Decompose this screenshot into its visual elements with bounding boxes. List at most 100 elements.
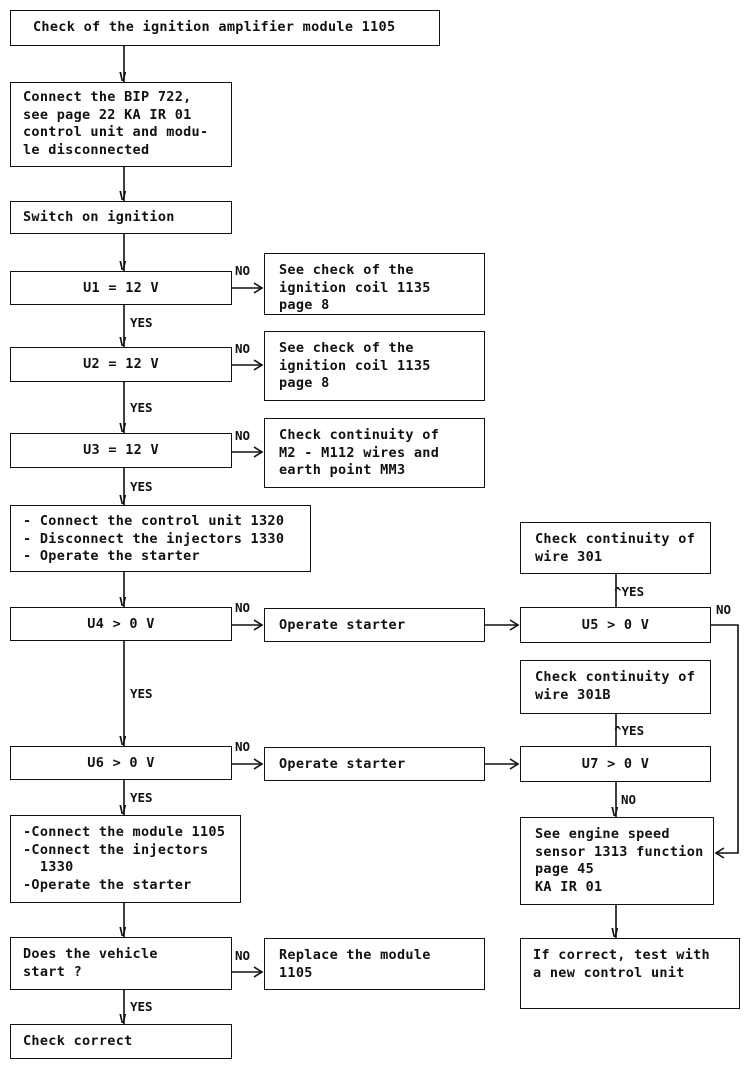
step-text: -Connect the injectors	[23, 841, 209, 858]
switch-on-box: Switch on ignition	[10, 201, 232, 234]
step-text: KA IR 01	[535, 878, 603, 895]
arrow-tip: V	[119, 69, 127, 84]
arrow-tip: V	[119, 258, 127, 273]
decision-text: U1 = 12 V	[83, 280, 159, 296]
step-text: - Disconnect the injectors 1330	[23, 530, 285, 547]
title-text: Check of the ignition amplifier module 1…	[33, 19, 396, 35]
step-text: If correct, test with	[533, 947, 710, 963]
continuity-m2-box: Check continuity of M2 - M112 wires and …	[264, 418, 485, 488]
arrow-tip: V	[611, 925, 619, 940]
decision-text: U6 > 0 V	[87, 755, 155, 771]
step-text: Check continuity of	[535, 669, 696, 685]
vehicle-start-decision-box: Does the vehicle start ?	[10, 937, 232, 990]
arrowhead	[253, 619, 264, 631]
step-text: 1330	[23, 859, 74, 875]
yes-label: YES	[130, 790, 153, 805]
yes-label: YES	[130, 400, 153, 415]
connector	[711, 624, 739, 854]
arrowhead	[714, 847, 725, 859]
arrowhead	[509, 619, 520, 631]
step-text: sensor 1313 function	[535, 843, 704, 860]
step-text: page 8	[279, 375, 330, 391]
operate-starter-2-box: Operate starter	[264, 747, 485, 781]
u2-decision-box: U2 = 12 V	[10, 347, 232, 382]
u7-decision-box: U7 > 0 V	[520, 746, 711, 782]
arrow-tip: V	[119, 334, 127, 349]
step-text: see page 22 KA IR 01	[23, 106, 192, 123]
arrowhead	[253, 282, 264, 294]
no-label: NO	[235, 428, 251, 443]
speed-sensor-box: See engine speed sensor 1313 function pa…	[520, 817, 714, 905]
step-text: a new control unit	[533, 964, 685, 981]
arrow-tip: V	[119, 492, 127, 507]
step-text: See check of the	[279, 262, 414, 278]
step-text: 1105	[279, 964, 313, 981]
coil-check-2-box: See check of the ignition coil 1135 page…	[264, 331, 485, 401]
connect-bip-box: Connect the BIP 722, see page 22 KA IR 0…	[10, 82, 232, 167]
step-text: Check continuity of	[535, 531, 696, 547]
arrowhead	[253, 758, 264, 770]
yes-label: YES	[130, 315, 153, 330]
arrowhead	[253, 359, 264, 371]
arrow-tip: V	[611, 804, 619, 819]
step-text: wire 301	[535, 548, 603, 565]
step-text: Check correct	[23, 1033, 133, 1049]
step-text: ignition coil 1135	[279, 279, 431, 296]
arrowhead	[253, 446, 264, 458]
step-text: earth point MM3	[279, 462, 406, 478]
check-correct-box: Check correct	[10, 1024, 232, 1059]
step-text: - Connect the control unit 1320	[23, 513, 285, 529]
step-text: See engine speed	[535, 826, 670, 842]
arrow-tip: V	[119, 1011, 127, 1026]
u6-decision-box: U6 > 0 V	[10, 746, 232, 780]
step-text: Replace the module	[279, 947, 431, 963]
yes-label: YES	[130, 479, 153, 494]
u3-decision-box: U3 = 12 V	[10, 433, 232, 468]
arrow-tip: V	[119, 802, 127, 817]
title-box: Check of the ignition amplifier module 1…	[10, 10, 440, 46]
u4-decision-box: U4 > 0 V	[10, 607, 232, 641]
no-label: NO	[235, 739, 251, 754]
step-text: -Operate the starter	[23, 876, 192, 893]
wire-301-box: Check continuity of wire 301	[520, 522, 711, 574]
step-text: Check continuity of	[279, 427, 440, 443]
step-text: Operate starter	[279, 617, 406, 633]
arrowhead	[253, 966, 264, 978]
yes-label: ^YES	[614, 723, 645, 738]
arrowhead	[509, 758, 520, 770]
step-text: Switch on ignition	[23, 209, 175, 225]
new-control-unit-box: If correct, test with a new control unit	[520, 938, 740, 1009]
u1-decision-box: U1 = 12 V	[10, 271, 232, 305]
arrow-tip: V	[119, 420, 127, 435]
no-label: NO	[235, 600, 251, 615]
step-text: See check of the	[279, 340, 414, 356]
no-label: NO	[235, 948, 251, 963]
step-text: -Connect the module 1105	[23, 824, 226, 840]
decision-text: U7 > 0 V	[581, 756, 650, 772]
arrow-tip: V	[119, 733, 127, 748]
no-label: NO	[621, 792, 637, 807]
arrow-tip: V	[119, 924, 127, 939]
no-label: NO	[235, 341, 251, 356]
decision-text: U5 > 0 V	[581, 617, 650, 633]
decision-text: start ?	[23, 963, 82, 980]
coil-check-1-box: See check of the ignition coil 1135 page…	[264, 253, 485, 315]
operate-starter-1-box: Operate starter	[264, 608, 485, 642]
arrow-tip: V	[119, 188, 127, 203]
step-text: M2 - M112 wires and	[279, 444, 440, 461]
u5-decision-box: U5 > 0 V	[520, 607, 711, 643]
arrow-tip: V	[119, 594, 127, 609]
step-text: page 45	[535, 861, 594, 877]
step-text: ignition coil 1135	[279, 357, 431, 374]
connect-cu-box: - Connect the control unit 1320 - Discon…	[10, 505, 311, 572]
decision-text: U3 = 12 V	[83, 442, 159, 458]
step-text: wire 301B	[535, 686, 611, 703]
yes-label: YES	[130, 999, 153, 1014]
replace-module-box: Replace the module 1105	[264, 938, 485, 990]
no-label: NO	[716, 602, 732, 617]
decision-text: U2 = 12 V	[83, 356, 159, 372]
step-text: Connect the BIP 722,	[23, 89, 192, 105]
step-text: le disconnected	[23, 141, 150, 158]
